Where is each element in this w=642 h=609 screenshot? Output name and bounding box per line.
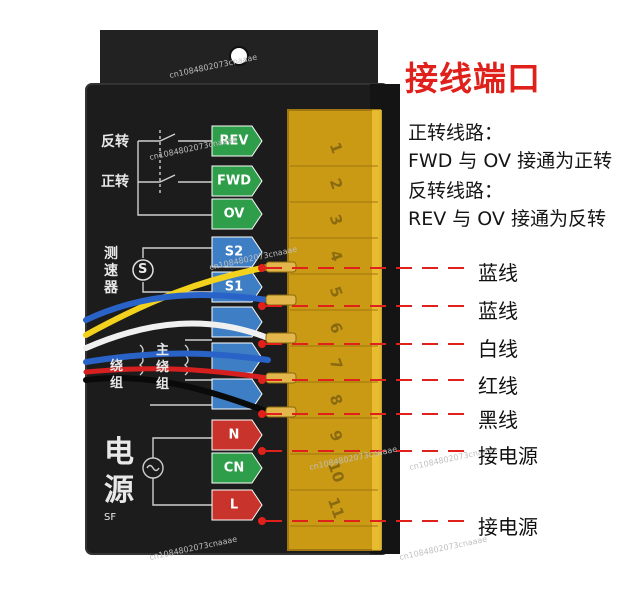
reverse-description: REV 与 OV 接通为反转 <box>408 208 606 230</box>
wire-ferrule <box>265 406 297 418</box>
tachometer-symbol <box>132 247 212 293</box>
tach-symbol-letter: S <box>138 262 148 277</box>
wire-black <box>83 375 271 415</box>
callout-blue-wire-2: 蓝线 <box>478 299 518 323</box>
terminal-pill-label: OV <box>224 207 245 222</box>
terminal-pill: FWD <box>211 165 263 197</box>
terminal-pill: REV <box>211 125 263 157</box>
wire-red <box>83 366 271 381</box>
forward-heading: 正转线路： <box>408 122 504 144</box>
terminal-pill: N <box>211 419 263 451</box>
callout-blue-wire-1: 蓝线 <box>478 261 518 285</box>
callout-power-2: 接电源 <box>478 515 538 539</box>
callout-dot <box>258 376 266 384</box>
callout-red-wire: 红线 <box>478 374 518 398</box>
callout-dot <box>258 264 266 272</box>
brand-mark: SF <box>104 512 117 523</box>
reverse-heading: 反转线路： <box>408 180 504 202</box>
svg-text:cn1084802073cnaaae: cn1084802073cnaaae <box>399 535 488 562</box>
callout-leaders <box>258 264 472 525</box>
label-aux-winding: 绕组 <box>110 359 124 391</box>
wire-blue-2 <box>83 350 271 365</box>
forward-description: FWD 与 OV 接通为正转 <box>408 150 613 172</box>
terminal-pill-label: S2 <box>225 245 243 260</box>
terminal-pill-label: REV <box>220 134 249 149</box>
terminal-pill: OV <box>211 198 263 230</box>
callout-white-wire: 白线 <box>478 337 518 361</box>
wire-ferrule <box>265 372 297 384</box>
label-forward: 正转 <box>101 174 129 190</box>
terminal-pill: S2 <box>211 236 263 268</box>
power-schematic <box>142 437 212 506</box>
terminal-pill-label: N <box>229 428 240 443</box>
callout-black-wire: 黑线 <box>478 408 518 432</box>
callout-dot <box>258 340 266 348</box>
label-reverse: 反转 <box>101 134 129 150</box>
callout-dot <box>258 410 266 418</box>
wire-yellow <box>83 264 271 338</box>
terminal-pill: CN <box>211 452 263 484</box>
callout-power-1: 接电源 <box>478 444 538 468</box>
wire-ferrule <box>265 332 297 344</box>
mounting-bracket <box>100 30 378 88</box>
terminal-pill <box>211 378 263 410</box>
page-title: 接线端口 <box>405 59 541 98</box>
label-power: 电源 <box>104 435 134 508</box>
terminal-strip <box>287 109 382 551</box>
terminal-pill-label: CN <box>224 461 244 476</box>
callout-dot <box>258 447 266 455</box>
callout-dot <box>258 302 266 310</box>
wire-ferrule <box>265 294 297 306</box>
terminal-pill-label: S1 <box>225 280 243 295</box>
label-tachometer: 测速器 <box>104 246 118 296</box>
label-main-winding: 主绕组 <box>156 343 170 392</box>
switch-schematic <box>137 130 212 216</box>
terminal-pill: L <box>211 489 263 521</box>
wire-blue-1 <box>83 291 271 323</box>
terminal-pill-label: FWD <box>217 174 251 189</box>
callout-dot <box>258 517 266 525</box>
motor-wires <box>83 264 271 415</box>
wire-white <box>83 320 271 351</box>
terminal-pill-label: L <box>230 498 238 513</box>
